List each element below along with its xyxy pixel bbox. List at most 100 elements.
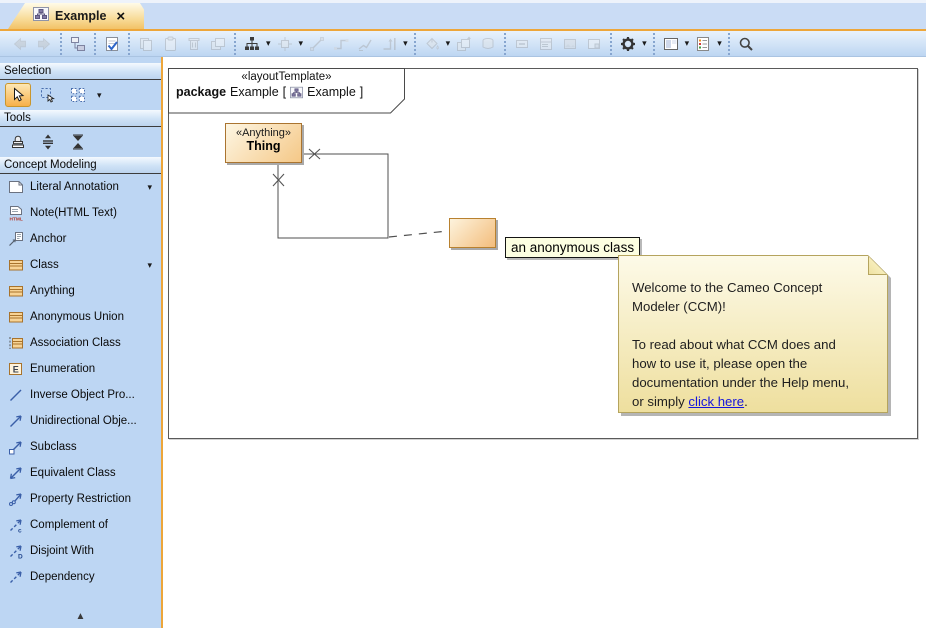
- tool-marquee-select-button[interactable]: [35, 83, 61, 107]
- arrow-restriction-icon: [6, 491, 25, 507]
- tool-cursor-button[interactable]: [5, 83, 31, 107]
- paint-icon: [482, 37, 494, 49]
- draw-polyline-icon: [334, 38, 349, 50]
- palette-item-equivalent-class[interactable]: Equivalent Class: [0, 460, 161, 486]
- palette-item-enumeration[interactable]: E Enumeration: [0, 356, 161, 382]
- diagram-windows-icon: [663, 37, 678, 50]
- note-line: documentation under the Help menu,: [632, 375, 850, 390]
- dropdown-caret-icon[interactable]: ▾: [717, 38, 722, 48]
- toolbar-group: [94, 32, 128, 55]
- back-button: [8, 34, 32, 54]
- collapse-icon: [516, 39, 529, 48]
- show-window-icon: [588, 38, 601, 49]
- toolbar-group: [60, 32, 94, 55]
- palette-item-anything[interactable]: Anything: [0, 278, 161, 304]
- section-header-concept-modeling[interactable]: Concept Modeling: [0, 157, 161, 174]
- svg-text:D: D: [18, 554, 23, 559]
- dropdown-caret-icon: ▾: [403, 38, 408, 48]
- thing-name: Thing: [246, 139, 281, 153]
- palette-item-property-restriction[interactable]: Property Restriction: [0, 486, 161, 512]
- arrow-solid-icon: [6, 413, 25, 429]
- dropdown-caret-icon[interactable]: ▾: [642, 38, 647, 48]
- diagram-icon: [33, 6, 49, 27]
- cursor-icon: [14, 87, 25, 102]
- search-icon: [739, 37, 753, 51]
- package-diagram-name: Example: [307, 85, 356, 99]
- collapse-button: [510, 34, 534, 54]
- diagram-canvas[interactable]: «layoutTemplate» package Example [ Examp…: [163, 57, 926, 622]
- compartments-button: [534, 34, 558, 54]
- paste-icon: [165, 36, 176, 51]
- toolbar-group: [727, 32, 762, 55]
- literal-annotation-icon: [6, 179, 25, 195]
- palette-item-association-class[interactable]: Association Class: [0, 330, 161, 356]
- line-plain-icon: [6, 387, 25, 403]
- palette-item-inverse-object-pro[interactable]: Inverse Object Pro...: [0, 382, 161, 408]
- tool-stamp-button[interactable]: [5, 130, 31, 154]
- palette-scroll-up-icon[interactable]: ▲: [75, 611, 86, 622]
- palette-item-label: Anonymous Union: [30, 311, 124, 323]
- draw-orthogonal-icon: [383, 37, 396, 50]
- tool-vertical-compress-button[interactable]: [65, 130, 91, 154]
- bracket-close: ]: [359, 85, 364, 99]
- multi-select-icon: [71, 88, 85, 102]
- dropdown-caret-icon[interactable]: ▾: [97, 89, 102, 100]
- legend-button[interactable]: [691, 34, 715, 54]
- toolbar-group: [128, 32, 234, 55]
- section-header-selection[interactable]: Selection: [0, 63, 161, 80]
- dropdown-caret-icon[interactable]: ▾: [147, 259, 152, 270]
- anonymous-class-shape[interactable]: [449, 218, 496, 248]
- search-button[interactable]: [734, 34, 758, 54]
- fill-color-button: [420, 34, 444, 54]
- containment-tree-button[interactable]: [66, 34, 90, 54]
- palette-item-class[interactable]: Class▾: [0, 252, 161, 278]
- toolbar-group: [4, 33, 60, 55]
- palette-item-label: Enumeration: [30, 363, 96, 375]
- validate-diagram-button[interactable]: [100, 34, 124, 54]
- palette-item-label: Property Restriction: [30, 493, 131, 505]
- toolbar: ▾▾▾▾▾▾▾: [0, 31, 926, 57]
- palette-item-subclass[interactable]: Subclass: [0, 434, 161, 460]
- tab-example[interactable]: Example ×: [8, 3, 144, 29]
- click-here-link[interactable]: click here: [688, 394, 745, 409]
- tool-vertical-distribute-button[interactable]: [35, 130, 61, 154]
- gear-button[interactable]: [616, 34, 640, 54]
- dropdown-caret-icon[interactable]: ▾: [266, 38, 271, 48]
- draw-line-icon: [310, 36, 324, 51]
- package-header-shape: [168, 68, 405, 114]
- anonymous-class-label[interactable]: an anonymous class: [505, 237, 641, 258]
- palette-item-label: Association Class: [30, 337, 121, 349]
- tab-close-icon[interactable]: ×: [116, 7, 126, 25]
- palette-item-unidirectional-obje[interactable]: Unidirectional Obje...: [0, 408, 161, 434]
- palette-item-literal-annotation[interactable]: Literal Annotation▾: [0, 174, 161, 200]
- forward-button: [32, 34, 56, 54]
- draw-oblique-icon: [358, 39, 372, 51]
- dropdown-caret-icon[interactable]: ▾: [147, 181, 152, 192]
- package-header: «layoutTemplate» package Example [ Examp…: [168, 68, 405, 99]
- draw-line-button: [305, 34, 329, 54]
- layout-tree-icon: [245, 36, 259, 50]
- tool-multi-select-button[interactable]: [65, 83, 91, 107]
- diagram-windows-button[interactable]: [659, 34, 683, 54]
- delete-button: [182, 34, 206, 54]
- arrow-disjoint-icon: D: [6, 543, 25, 559]
- svg-text:E: E: [12, 365, 18, 375]
- palette-item-anonymous-union[interactable]: Anonymous Union: [0, 304, 161, 330]
- layout-tree-button[interactable]: [240, 34, 264, 54]
- to-front-button: [452, 34, 476, 54]
- draw-polyline-button: [329, 34, 353, 54]
- class-icon: [6, 257, 25, 273]
- palette-item-label: Anchor: [30, 233, 67, 245]
- section-header-tools[interactable]: Tools: [0, 110, 161, 127]
- palette-item-anchor[interactable]: Anchor: [0, 226, 161, 252]
- dropdown-caret-icon[interactable]: ▾: [684, 38, 690, 48]
- class-thing[interactable]: «Anything» Thing: [225, 123, 302, 163]
- note-line: Modeler (CCM)!: [632, 299, 726, 314]
- palette-item-dependency[interactable]: Dependency: [0, 564, 161, 590]
